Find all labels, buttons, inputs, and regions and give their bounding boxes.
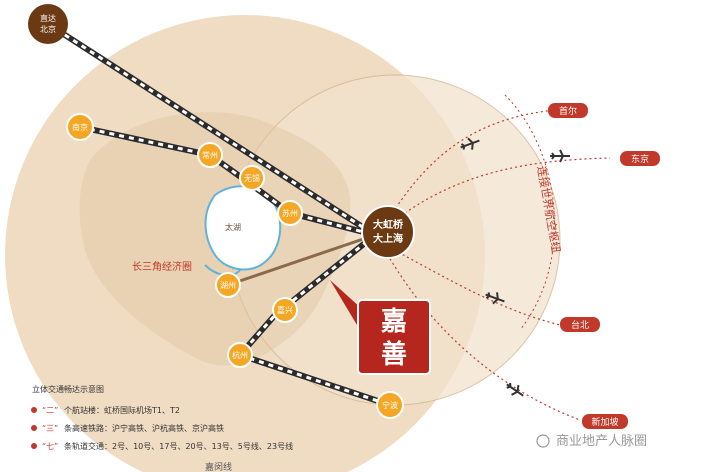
hub-circle: [361, 205, 415, 259]
node-wuxi-label: 无锡: [244, 174, 260, 183]
hub-line2: 大上海: [373, 232, 403, 245]
node-nanjing: 南京: [66, 113, 94, 141]
legend-item-1-prefix: “二”: [42, 406, 58, 415]
hub-node: 大虹桥 大上海: [361, 205, 415, 259]
airplane-icons: [460, 137, 570, 397]
legend-bullet: [31, 443, 37, 449]
hub-line1: 大虹桥: [373, 218, 404, 231]
route-taipei: [384, 244, 561, 326]
dest-singapore: 新加坡: [591, 416, 618, 428]
rail-lines-dash: [47, 22, 391, 407]
beijing-line1: 直达: [40, 13, 56, 23]
node-suzhou: 苏州: [277, 200, 303, 226]
node-ningbo-label: 宁波: [382, 400, 398, 410]
beijing-node-circle: [28, 4, 68, 44]
dest-seoul: 首尔: [559, 105, 577, 117]
legend-item-1-text: 个航站楼：虹桥国际机场T1、T2: [64, 405, 180, 415]
rail-ningbo-dash: [239, 353, 391, 407]
route-tokyo: [384, 157, 611, 229]
rail-hangzhou-dash: [238, 233, 376, 356]
node-hangzhou-label: 杭州: [232, 350, 248, 360]
node-ningbo: 宁波: [376, 391, 404, 419]
dest-tokyo: 东京: [631, 153, 649, 165]
node-huzhou-label: 湖州: [220, 281, 236, 290]
lake-label: 太湖: [225, 222, 241, 232]
watermark-text: 商业地产人脉圈: [556, 434, 647, 449]
route-seoul: [384, 109, 556, 226]
node-jiaxing-label: 嘉兴: [277, 305, 293, 315]
destination-labels: 首尔 东京 台北 新加坡: [548, 103, 660, 429]
rail-huzhou-line: [227, 233, 376, 287]
airplane-icon: [485, 292, 505, 305]
legend-bullet: [31, 425, 37, 431]
dest-singapore-bg: [582, 414, 628, 429]
beijing-node: 直达 北京: [28, 4, 68, 44]
node-hangzhou: 杭州: [227, 342, 253, 368]
node-nanjing-label: 南京: [72, 122, 88, 132]
bottom-cut-label: 嘉闵线: [205, 461, 232, 472]
rail-nanjing-dash: [79, 125, 376, 237]
callout-line2: 善: [381, 339, 407, 370]
dest-taipei: 台北: [571, 319, 589, 331]
airplane-icon: [506, 382, 524, 397]
watermark: 商业地产人脉圈: [536, 434, 647, 449]
node-changzhou-label: 常州: [202, 151, 218, 160]
legend-item-3-prefix: “七”: [42, 442, 58, 451]
flight-routes: [384, 109, 611, 421]
node-jiaxing: 嘉兴: [272, 297, 298, 323]
legend-title: 立体交通畅达示意图: [32, 384, 104, 394]
rail-beijing-dash: [47, 22, 376, 237]
dest-tokyo-bg: [620, 151, 660, 166]
beijing-line2: 北京: [40, 24, 56, 34]
legend-bullet: [31, 407, 37, 413]
airplane-icon: [550, 149, 570, 163]
legend: 立体交通畅达示意图 “二” 个航站楼：虹桥国际机场T1、T2 “三” 条高速铁路…: [31, 384, 293, 451]
world-arc: [504, 94, 555, 331]
jiashan-callout: 嘉 善: [330, 280, 431, 375]
node-huzhou: 湖州: [215, 272, 241, 298]
node-changzhou: 常州: [197, 142, 223, 168]
route-singapore: [384, 249, 581, 421]
wechat-icon: [536, 434, 550, 448]
legend-item-2-text: 条高速铁路：沪宁高铁、沪杭高铁、京沪高铁: [64, 423, 224, 433]
dest-taipei-bg: [560, 317, 600, 332]
callout-line1: 嘉: [381, 307, 407, 337]
callout-box: [357, 299, 431, 375]
region-label: 长三角经济圈: [132, 260, 192, 273]
city-nodes: 南京 常州 无锡 苏州 湖州 嘉兴 杭州 宁波: [66, 113, 404, 419]
node-suzhou-label: 苏州: [282, 208, 298, 218]
dest-seoul-bg: [548, 103, 588, 118]
airplane-icon: [460, 137, 480, 150]
legend-item-2-prefix: “三”: [42, 424, 58, 433]
legend-item-3-text: 条轨道交通：2号、10号、17号、20号、13号、5号线、23号线: [64, 441, 293, 451]
node-wuxi: 无锡: [239, 165, 265, 191]
